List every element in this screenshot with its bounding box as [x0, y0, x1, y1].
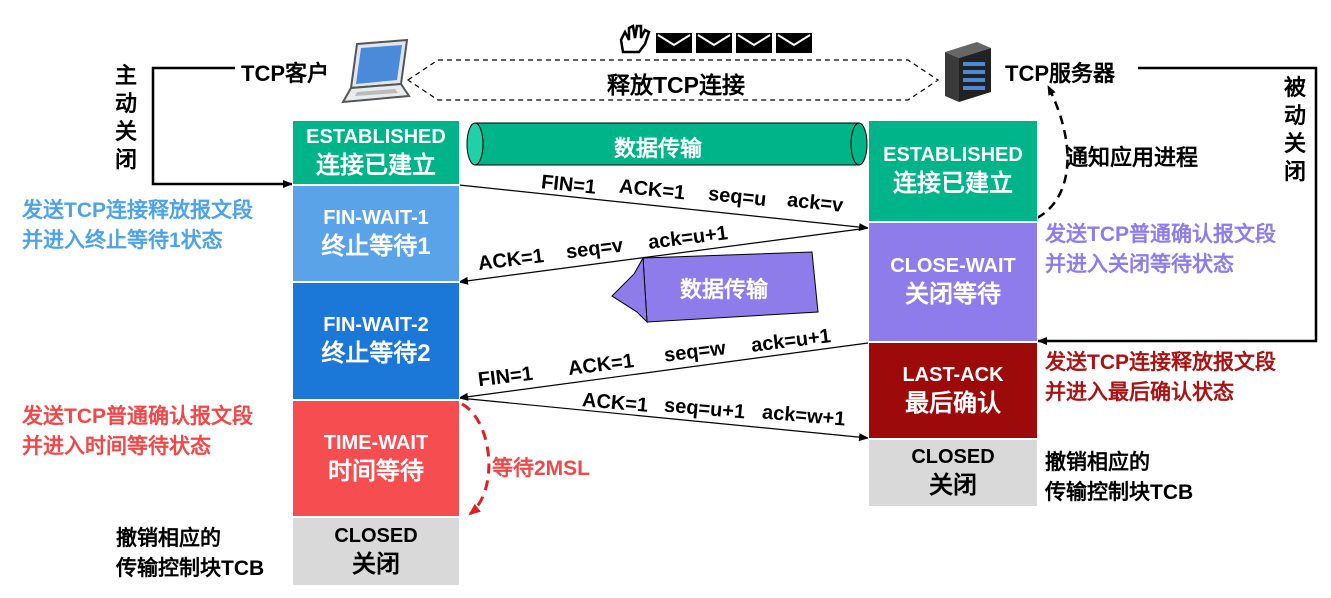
active-close-arrow	[151, 66, 293, 188]
state-en: FIN-WAIT-1	[323, 206, 429, 229]
wait-2msl-label: 等待2MSL	[492, 457, 591, 480]
seg2-arrow	[458, 227, 869, 285]
data-arrow-mid	[611, 251, 819, 324]
server-state-last-ack: LAST-ACK 最后确认	[868, 342, 1038, 439]
state-en: TIME-WAIT	[323, 431, 429, 454]
note-line: 并进入关闭等待状态	[1045, 253, 1234, 276]
client-state-fin-wait-2: FIN-WAIT-2 终止等待2	[292, 282, 460, 400]
state-zh: 关闭	[352, 550, 400, 578]
envelope-icon	[736, 33, 772, 53]
note-line: 撤销相应的	[116, 527, 221, 550]
state-en: ESTABLISHED	[306, 125, 446, 148]
data-pipe	[466, 122, 868, 166]
wait-2msl-arc	[461, 402, 491, 516]
note-line: 发送TCP普通确认报文段	[1045, 223, 1276, 246]
release-arrow	[406, 59, 940, 101]
notify-app-curve	[1036, 85, 1069, 220]
notify-app-label: 通知应用进程	[1066, 145, 1199, 170]
note-line: 并进入终止等待1状态	[22, 229, 223, 252]
state-en: ESTABLISHED	[883, 144, 1023, 166]
client-fin-note: 发送TCP连接释放报文段 并进入终止等待1状态	[22, 196, 253, 256]
seg3-arrow	[458, 342, 869, 401]
note-line: 传输控制块TCB	[116, 557, 265, 580]
client-label: TCP客户	[241, 61, 330, 86]
data-transfer-top-label: 数据传输	[614, 136, 703, 161]
envelope-icon	[696, 33, 732, 53]
state-zh: 连接已建立	[316, 151, 436, 179]
state-zh: 最后确认	[905, 389, 1001, 417]
data-transfer-mid-label: 数据传输	[680, 277, 769, 302]
client-ack-note: 发送TCP普通确认报文段 并进入时间等待状态	[22, 402, 253, 462]
state-zh: 终止等待1	[321, 232, 431, 260]
server-state-closed: CLOSED 关闭	[868, 439, 1038, 507]
laptop-icon	[335, 38, 413, 108]
active-close-label: 主动关闭	[114, 63, 137, 172]
server-fin-note: 发送TCP连接释放报文段 并进入最后确认状态	[1045, 348, 1276, 408]
client-state-closed: CLOSED 关闭	[292, 517, 460, 586]
state-en: CLOSED	[911, 446, 995, 468]
release-label: 释放TCP连接	[607, 72, 745, 98]
state-en: CLOSE-WAIT	[890, 255, 1016, 277]
envelope-icon	[656, 33, 692, 53]
seg4-arrow	[458, 397, 869, 442]
note-line: 发送TCP普通确认报文段	[22, 405, 253, 428]
server-label: TCP服务器	[1005, 61, 1116, 86]
state-zh: 时间等待	[328, 457, 424, 485]
state-zh: 关闭	[929, 472, 977, 499]
envelope-group	[655, 32, 815, 54]
seg1-arrow	[458, 184, 869, 232]
state-en: CLOSED	[334, 524, 418, 547]
note-line: 发送TCP连接释放报文段	[1045, 351, 1276, 374]
client-state-established: ESTABLISHED 连接已建立	[292, 120, 460, 185]
state-en: FIN-WAIT-2	[323, 314, 429, 336]
server-icon	[937, 38, 997, 106]
state-en: LAST-ACK	[902, 363, 1004, 386]
state-zh: 连接已建立	[893, 170, 1013, 197]
note-line: 发送TCP连接释放报文段	[22, 199, 253, 222]
client-closed-note: 撤销相应的 传输控制块TCB	[116, 524, 264, 584]
note-line: 传输控制块TCB	[1045, 481, 1194, 504]
passive-close-arrow	[1037, 66, 1318, 345]
state-zh: 终止等待2	[321, 340, 431, 367]
client-state-time-wait: TIME-WAIT 时间等待	[292, 400, 460, 517]
note-line: 撤销相应的	[1045, 451, 1150, 474]
server-state-close-wait: CLOSE-WAIT 关闭等待	[868, 222, 1038, 342]
note-line: 并进入最后确认状态	[1045, 381, 1234, 404]
hand-icon	[617, 22, 653, 56]
passive-close-label: 被动关闭	[1283, 75, 1306, 184]
client-state-fin-wait-1: FIN-WAIT-1 终止等待1	[292, 185, 460, 282]
server-ack-note: 发送TCP普通确认报文段 并进入关闭等待状态	[1045, 220, 1276, 280]
server-state-established: ESTABLISHED 连接已建立	[868, 120, 1038, 222]
note-line: 并进入时间等待状态	[22, 435, 211, 458]
state-zh: 关闭等待	[905, 281, 1001, 308]
server-closed-note: 撤销相应的 传输控制块TCB	[1045, 448, 1193, 508]
envelope-icon	[776, 33, 812, 53]
